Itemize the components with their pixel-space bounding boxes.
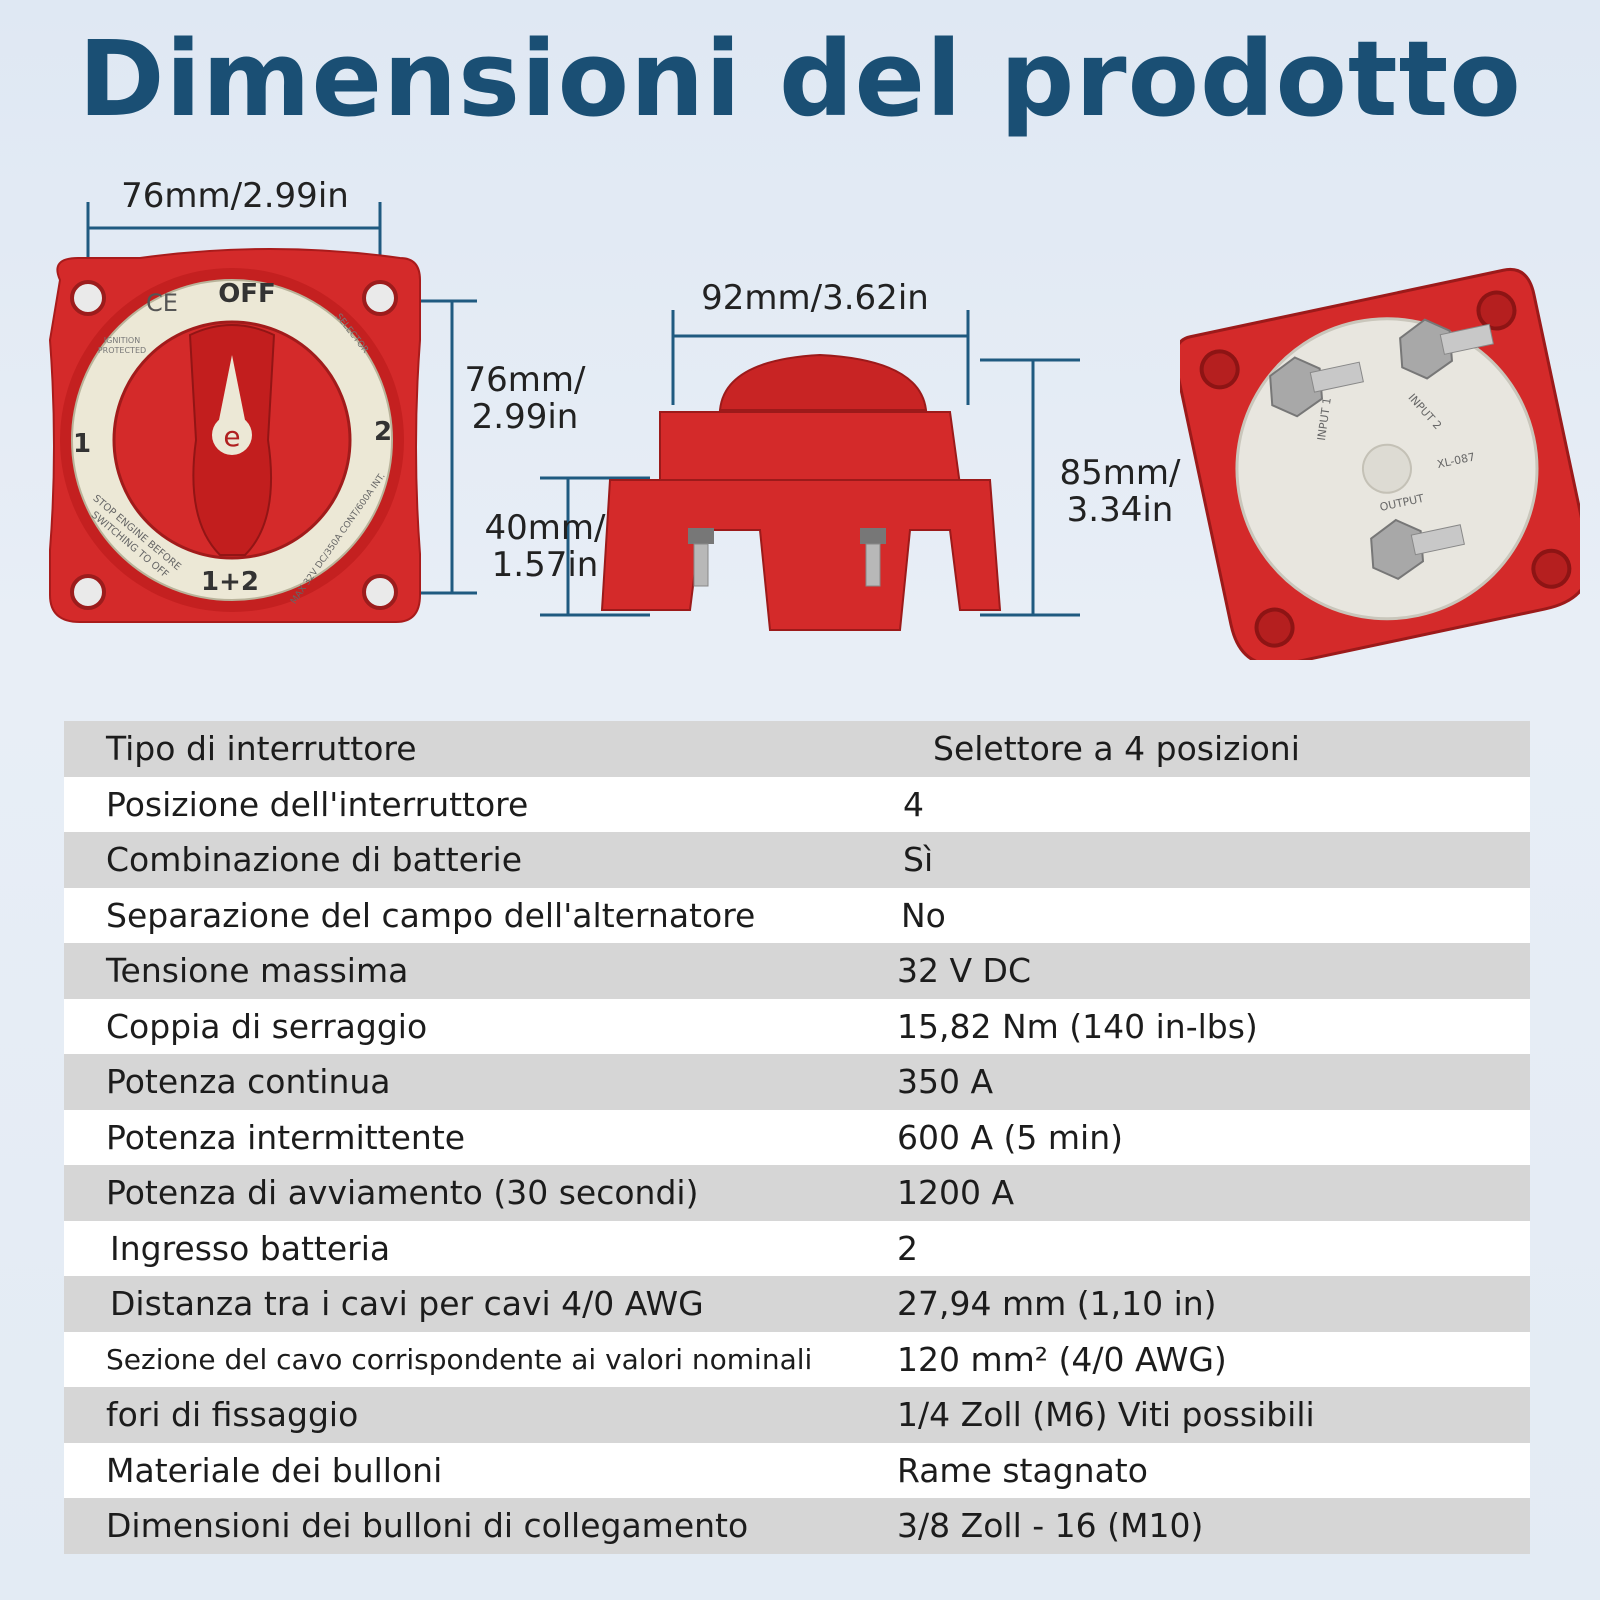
table-row: Dimensioni dei bulloni di collegamento 3… xyxy=(64,1498,1530,1554)
terminal-bolt xyxy=(688,528,714,587)
mount-hole xyxy=(362,280,398,316)
spec-label: Potenza continua xyxy=(64,1054,895,1110)
mount-hole xyxy=(70,280,106,316)
spec-value: 2 xyxy=(895,1220,1530,1276)
spec-label: Tipo di interruttore xyxy=(64,721,895,777)
side-body xyxy=(659,411,962,486)
spec-value: Sì xyxy=(895,832,1530,888)
spec-label: Potenza intermittente xyxy=(64,1109,895,1165)
table-row: Ingresso batteria 2 xyxy=(64,1220,1530,1276)
front-view-image: e OFF CE 1 2 1+2 IGNITION PROTECTED SELE… xyxy=(48,202,477,623)
table-row: Tensione massima 32 V DC xyxy=(64,943,1530,999)
spec-label: Sezione del cavo corrispondente ai valor… xyxy=(64,1331,895,1387)
spec-label: Tensione massima xyxy=(64,943,895,999)
spec-value: 32 V DC xyxy=(895,943,1530,999)
spec-label: Separazione del campo dell'alternatore xyxy=(64,887,895,943)
spec-value: 4 xyxy=(895,776,1530,832)
label-position-both: 1+2 xyxy=(201,567,259,597)
mount-hole xyxy=(1199,349,1240,390)
spec-value: No xyxy=(895,887,1530,943)
spec-value: 350 A xyxy=(895,1054,1530,1110)
table-row: Separazione del campo dell'alternatore N… xyxy=(64,887,1530,943)
page-title: Dimensioni del prodotto xyxy=(78,18,1522,140)
terminal-stud xyxy=(1269,356,1364,418)
spec-label: Posizione dell'interruttore xyxy=(64,776,895,832)
center-boss xyxy=(1361,443,1412,494)
front-height-label-line1: 76mm/ xyxy=(464,360,586,400)
label-off: OFF xyxy=(218,279,276,309)
spec-value: 3/8 Zoll - 16 (M10) xyxy=(895,1498,1530,1554)
ignition-text: IGNITION xyxy=(104,336,140,345)
spec-label: Ingresso batteria xyxy=(64,1220,895,1276)
side-base-label-line2: 1.57in xyxy=(491,545,599,585)
table-row: Potenza continua 350 A xyxy=(64,1054,1530,1110)
spec-value: 1200 A xyxy=(895,1165,1530,1221)
table-row: fori di fissaggio 1/4 Zoll (M6) Viti pos… xyxy=(64,1387,1530,1443)
side-knob xyxy=(718,353,928,411)
mount-hole xyxy=(362,574,398,610)
front-height-label-line2: 2.99in xyxy=(471,397,579,437)
back-view-image: INPUT 1 INPUT 2 OUTPUT XL-087 xyxy=(1180,267,1580,660)
mount-hole xyxy=(1254,607,1295,648)
spec-label: Coppia di serraggio xyxy=(64,998,895,1054)
table-row: Potenza intermittente 600 A (5 min) xyxy=(64,1109,1530,1165)
front-width-label: 76mm/2.99in xyxy=(121,176,349,216)
table-row: Combinazione di batterie Sì xyxy=(64,832,1530,888)
spec-value: 600 A (5 min) xyxy=(895,1109,1530,1165)
mount-hole xyxy=(70,574,106,610)
table-row: Tipo di interruttore Selettore a 4 posiz… xyxy=(64,721,1530,777)
side-width-dimension-line xyxy=(671,310,970,405)
table-row: Posizione dell'interruttore 4 xyxy=(64,776,1530,832)
spec-value: 15,82 Nm (140 in-lbs) xyxy=(895,998,1530,1054)
side-height-label-line1: 85mm/ xyxy=(1059,453,1181,493)
label-position-2: 2 xyxy=(374,417,392,447)
ce-mark: CE xyxy=(146,289,178,317)
side-base-label: 40mm/ 1.57in xyxy=(475,510,615,584)
table-row: Materiale dei bulloni Rame stagnato xyxy=(64,1442,1530,1498)
spec-label: Combinazione di batterie xyxy=(64,832,895,888)
spec-label: Dimensioni dei bulloni di collegamento xyxy=(64,1498,895,1554)
terminal-stud xyxy=(1399,318,1494,380)
side-base-dimension-line xyxy=(540,476,650,617)
side-height-dimension-line xyxy=(980,358,1080,617)
knob-pointer xyxy=(218,355,246,425)
spec-value: Selettore a 4 posizioni xyxy=(895,721,1530,777)
table-row: Distanza tra i cavi per cavi 4/0 AWG 27,… xyxy=(64,1276,1530,1332)
spec-value: 27,94 mm (1,10 in) xyxy=(895,1276,1530,1332)
side-base-label-line1: 40mm/ xyxy=(484,508,606,548)
table-row: Potenza di avviamento (30 secondi) 1200 … xyxy=(64,1165,1530,1221)
spec-value: 120 mm² (4/0 AWG) xyxy=(895,1331,1530,1387)
spec-label: Potenza di avviamento (30 secondi) xyxy=(64,1165,895,1221)
side-width-label: 92mm/3.62in xyxy=(701,278,929,318)
table-row: Sezione del cavo corrispondente ai valor… xyxy=(64,1331,1530,1387)
spec-value: 1/4 Zoll (M6) Viti possibili xyxy=(895,1387,1530,1443)
logo-letter: e xyxy=(223,420,240,453)
front-height-label: 76mm/ 2.99in xyxy=(455,362,595,436)
spec-value: Rame stagnato xyxy=(895,1442,1530,1498)
protected-text: PROTECTED xyxy=(98,346,146,355)
side-base xyxy=(600,479,1002,631)
table-row: Coppia di serraggio 15,82 Nm (140 in-lbs… xyxy=(64,998,1530,1054)
spec-label: Distanza tra i cavi per cavi 4/0 AWG xyxy=(64,1276,895,1332)
mount-hole xyxy=(1531,548,1572,589)
mount-hole xyxy=(1476,290,1517,331)
side-view-image xyxy=(540,310,1080,631)
input1-label: INPUT 1 xyxy=(1315,397,1334,442)
terminal-stud xyxy=(1370,518,1465,580)
terminal-bolt xyxy=(860,528,886,587)
spec-label: fori di fissaggio xyxy=(64,1387,895,1443)
spec-label: Materiale dei bulloni xyxy=(64,1442,895,1498)
logo-badge xyxy=(212,415,252,455)
label-position-1: 1 xyxy=(73,429,91,459)
side-height-label: 85mm/ 3.34in xyxy=(1050,455,1190,529)
side-height-label-line2: 3.34in xyxy=(1066,490,1174,530)
spec-table: Tipo di interruttore Selettore a 4 posiz… xyxy=(64,721,1530,1554)
